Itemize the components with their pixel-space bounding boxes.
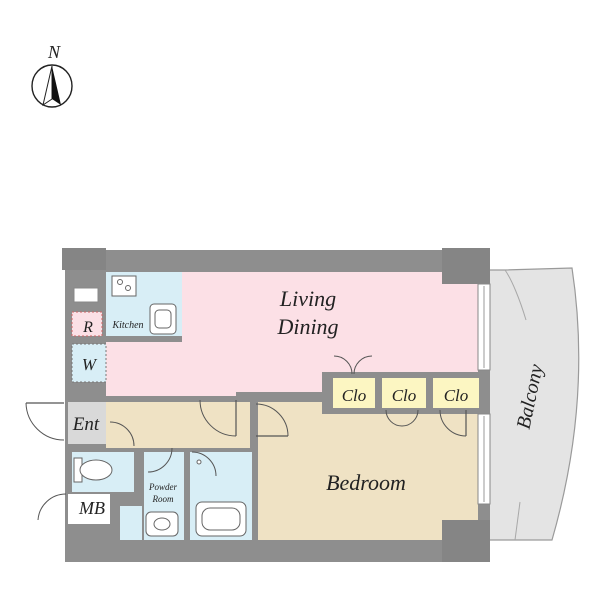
compass-needle-dark-icon [52,66,61,105]
entrance-door-swing [25,402,65,441]
washer-area [71,343,107,383]
closet-3-door-swing [439,409,467,437]
pillar-bottom-right [442,520,490,562]
closet-2 [382,378,426,408]
living-door-swing [199,399,237,437]
closet-1-door-swing-a [333,355,353,375]
stove-icon [111,275,137,297]
entrance-label: Ent [72,414,100,435]
closet-1 [333,378,375,408]
entrance-area [68,402,106,444]
pillar-top-left [62,248,106,270]
closet-3 [433,378,479,408]
washer-label: W [82,355,98,374]
balcony-area [486,267,580,541]
living-dining-room [106,272,478,396]
closet-1-door-swing-b [353,355,373,375]
bedroom-door-swing [255,403,289,437]
storage-area [120,506,142,540]
compass-north-label: N [47,42,61,62]
kitchen-label: Kitchen [111,320,143,331]
powder-room-label-line2: Room [152,494,174,504]
north-compass: N [31,42,73,108]
pillar-top-right [442,248,490,284]
closet-1-label: Clo [342,386,367,405]
small-window [73,287,99,303]
closet-2-door-swing-a [385,409,403,427]
sink-icon [149,303,177,335]
bedroom-label: Bedroom [326,470,406,495]
living-label-line2: Dining [276,314,338,339]
bath-door-swing [191,451,217,477]
wash-basin-icon [145,511,179,537]
bathtub-icon [195,501,247,537]
powder-room-label-line1: Powder [148,482,177,492]
toilet-bowl-icon [79,459,113,481]
closet-2-door-swing-b [401,409,419,427]
hallway [106,402,250,448]
bedroom-room [258,402,478,540]
powder-door-swing [147,447,173,473]
refrigerator-slot [71,311,103,337]
meter-box-area [68,494,110,524]
living-label-line1: Living [279,286,336,311]
meter-box-door-swing [37,493,67,521]
closet-3-label: Clo [444,386,469,405]
meter-box-label: MB [78,498,105,518]
toilet-door-swing [109,421,135,447]
closet-2-label: Clo [392,386,417,405]
refrigerator-label: R [82,319,93,336]
